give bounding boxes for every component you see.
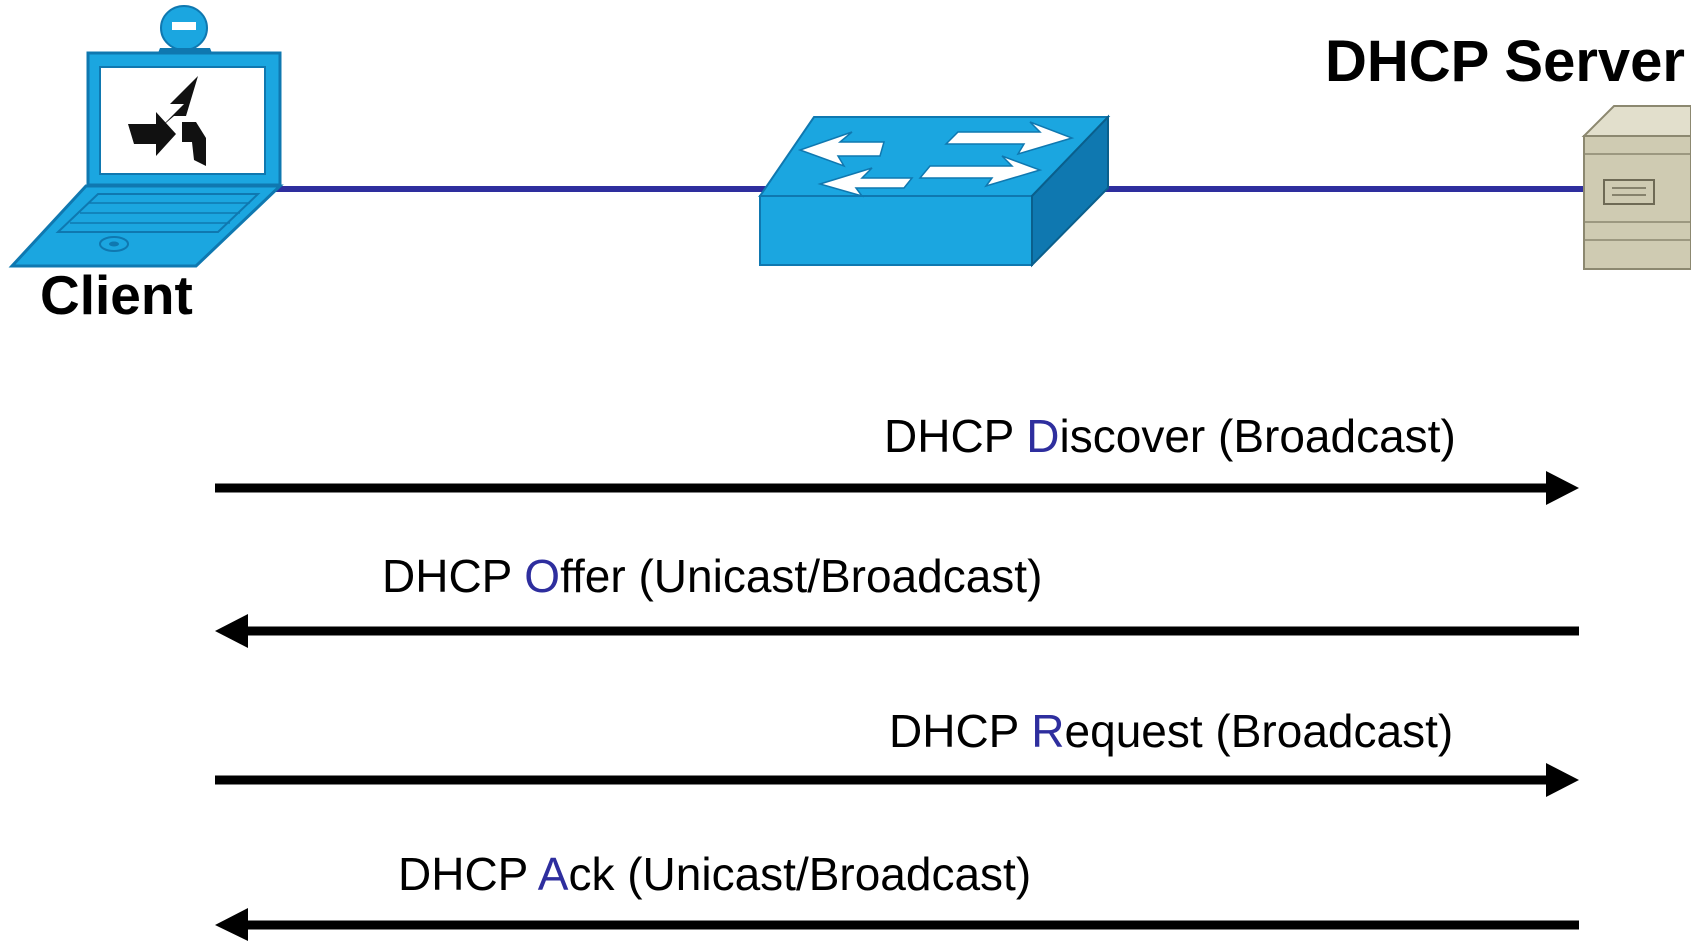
message-rest: ffer (Unicast/Broadcast)	[560, 550, 1043, 602]
client-label: Client	[40, 264, 193, 326]
message-accent-letter: O	[524, 550, 561, 602]
message-accent-letter: D	[1026, 410, 1060, 462]
arrowhead-discover	[1546, 471, 1579, 505]
switch-icon	[758, 114, 1111, 268]
server-icon	[1581, 105, 1691, 270]
message-request-label: DHCP Request (Broadcast)	[889, 708, 1453, 754]
message-rest: equest (Broadcast)	[1064, 705, 1454, 757]
message-prefix: DHCP	[884, 410, 1027, 462]
arrowhead-offer	[215, 614, 248, 648]
message-prefix: DHCP	[398, 848, 538, 900]
message-accent-letter: A	[537, 848, 569, 900]
message-rest: iscover (Broadcast)	[1059, 410, 1456, 462]
message-ack-label: DHCP Ack (Unicast/Broadcast)	[398, 851, 1031, 897]
arrowhead-ack	[215, 908, 248, 941]
laptop-icon	[8, 5, 284, 268]
arrowhead-request	[1546, 763, 1579, 797]
message-prefix: DHCP	[382, 550, 525, 602]
message-discover-label: DHCP Discover (Broadcast)	[884, 413, 1456, 459]
message-prefix: DHCP	[889, 705, 1032, 757]
message-rest: ck (Unicast/Broadcast)	[568, 848, 1032, 900]
message-offer-label: DHCP Offer (Unicast/Broadcast)	[382, 553, 1042, 599]
server-label: DHCP Server	[1325, 29, 1686, 94]
message-accent-letter: R	[1031, 705, 1065, 757]
